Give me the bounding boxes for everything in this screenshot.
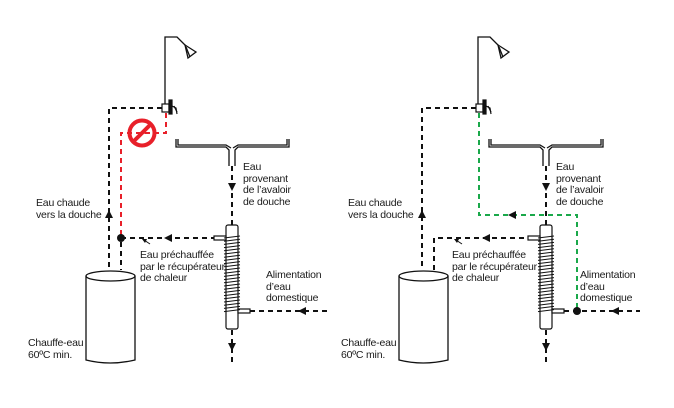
heat-exchanger-icon — [213, 224, 251, 330]
coil-turn — [537, 245, 555, 249]
coil-turn — [537, 241, 555, 245]
drain-water-label: Eau provenant de l’avaloir de douche — [556, 161, 604, 208]
coil-turn — [223, 305, 241, 309]
coil-turn — [223, 286, 241, 290]
shower-tray-icon — [488, 139, 604, 166]
coil-turn — [537, 261, 555, 265]
hot-water-line — [421, 107, 476, 270]
coil-turn — [223, 283, 241, 287]
blocked-line — [120, 113, 167, 238]
coil-turn — [537, 286, 555, 290]
coil-turn — [537, 257, 555, 261]
left-panel — [85, 36, 330, 365]
preheated-label: Eau préchauffée par le récupérateur de c… — [452, 249, 537, 284]
supply-arrow — [611, 307, 619, 315]
coil-turn — [223, 248, 241, 252]
water-heater-icon — [398, 270, 449, 364]
coil-turn — [537, 296, 555, 300]
shower-head-icon — [477, 36, 511, 110]
coil-turn — [537, 254, 555, 258]
supply-label: Alimentation d’eau domestique — [266, 269, 322, 304]
coil-turn — [537, 302, 555, 306]
preheated-arrow — [164, 234, 172, 242]
coil-turn — [223, 302, 241, 306]
coil-turn — [537, 305, 555, 309]
coil-turn — [223, 264, 241, 268]
coil-turn — [223, 254, 241, 258]
heat-exchanger-icon — [527, 224, 565, 330]
coil-turn — [223, 280, 241, 284]
right-panel — [398, 36, 640, 365]
junction-dot — [573, 307, 581, 315]
coil-turn — [537, 309, 555, 313]
coil-turn — [223, 299, 241, 303]
coil-turn — [537, 280, 555, 284]
coil-turn — [223, 273, 241, 277]
drain-out-arrow — [228, 343, 236, 351]
supply-label: Alimentation d’eau domestique — [580, 269, 636, 304]
coil-turn — [223, 235, 241, 239]
heater-label: Chauffe-eau 60ºC min. — [341, 337, 397, 361]
drain-out-arrow — [542, 343, 550, 351]
coil-turn — [223, 289, 241, 293]
coil-turn — [537, 299, 555, 303]
coil-turn — [223, 257, 241, 261]
coil-turn — [537, 251, 555, 255]
drain-arrow — [228, 183, 236, 191]
shower-tray-icon — [175, 139, 290, 166]
mixing-valve-icon — [475, 99, 492, 115]
water-heater-icon — [85, 270, 136, 364]
preheated-label: Eau préchauffée par le récupérateur de c… — [140, 249, 225, 284]
coil-turn — [223, 261, 241, 265]
coil-turn — [537, 267, 555, 271]
coil-turn — [223, 277, 241, 281]
coil-turn — [223, 309, 241, 313]
supply-arrow — [298, 307, 306, 315]
coil-turn — [223, 251, 241, 255]
coil-turn — [537, 264, 555, 268]
coil-turn — [223, 267, 241, 271]
preheated-line — [433, 237, 528, 270]
shower-head-icon — [164, 36, 198, 110]
coil-turn — [537, 238, 555, 242]
drain-arrow — [542, 183, 550, 191]
coil-turn — [537, 273, 555, 277]
coil-turn — [537, 270, 555, 274]
coil-turn — [223, 296, 241, 300]
heater-label: Chauffe-eau 60ºC min. — [28, 337, 84, 361]
coil-turn — [223, 238, 241, 242]
mixing-valve-icon — [161, 99, 178, 115]
coil-turn — [537, 289, 555, 293]
coil-turn — [537, 283, 555, 287]
hot-water-arrow-up — [418, 210, 426, 218]
coil-turn — [537, 293, 555, 297]
coil-turn — [223, 293, 241, 297]
hot-water-label: Eau chaude vers la douche — [348, 197, 414, 221]
allowed-arrow — [508, 211, 516, 219]
coil-turn — [223, 270, 241, 274]
hot-water-arrow-up — [105, 210, 113, 218]
coil-turn — [537, 235, 555, 239]
preheated-arrow — [482, 234, 490, 242]
prohibited-icon — [127, 118, 157, 148]
coil-turn — [537, 277, 555, 281]
coil-turn — [537, 248, 555, 252]
coil-turn — [223, 245, 241, 249]
hot-water-label: Eau chaude vers la douche — [36, 197, 102, 221]
allowed-line — [478, 113, 578, 311]
coil-turn — [223, 241, 241, 245]
drain-water-label: Eau provenant de l’avaloir de douche — [243, 161, 291, 208]
